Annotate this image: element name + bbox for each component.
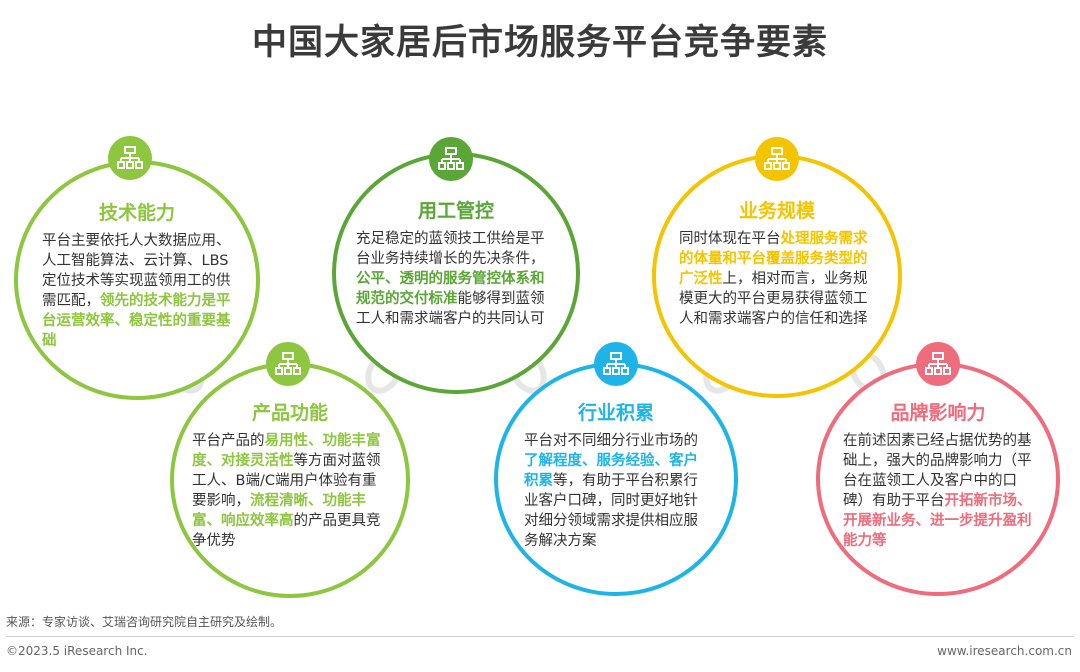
factor-highlight: 易用性、功能丰富度、对接灵活性 bbox=[192, 433, 381, 469]
factor-circle-tech: 技术能力 平台主要依托人大数据应用、人工智能算法、云计算、LBS定位技术等实现蓝… bbox=[14, 160, 260, 400]
page-title: 中国大家居后市场服务平台竞争要素 bbox=[251, 23, 828, 63]
factor-body-brand: 在前述因素已经占据优势的基础上，强大的品牌影响力（平台在蓝领工人及客户中的口碑）… bbox=[843, 431, 1033, 551]
factor-highlight: 领先的技术能力是平台运营效率、稳定性的重要基础 bbox=[42, 293, 231, 349]
factor-text: 同时体现在平台 bbox=[679, 231, 781, 247]
factor-badge-brand bbox=[916, 342, 960, 386]
factor-highlight: 开拓新市场、开展新业务、进一步提升盈利能力等 bbox=[843, 493, 1032, 549]
factor-badge-industry bbox=[594, 342, 638, 386]
factor-circle-brand: 品牌影响力 在前述因素已经占据优势的基础上，强大的品牌影响力（平台在蓝领工人及客… bbox=[816, 362, 1060, 596]
factor-highlight: 处理服务需求的体量和平台覆盖服务类型的广泛性 bbox=[679, 231, 868, 287]
factor-text: 的产品更具竞争优势 bbox=[192, 513, 381, 549]
hierarchy-icon bbox=[925, 352, 951, 375]
factor-badge-scale bbox=[755, 137, 799, 181]
factor-badge-control bbox=[429, 137, 473, 181]
factor-text: 平台对不同细分行业市场的 bbox=[524, 433, 698, 449]
factor-title-product: 产品功能 bbox=[251, 402, 328, 424]
factor-highlight: 流程清晰、功能丰富、响应效率高 bbox=[192, 493, 366, 529]
factor-title-industry: 行业积累 bbox=[577, 402, 654, 424]
hierarchy-icon bbox=[438, 147, 464, 170]
factor-circle-industry: 行业积累 平台对不同细分行业市场的了解程度、服务经验、客户积累等，有助于平台积累… bbox=[494, 362, 738, 596]
website-link[interactable]: www.iresearch.com.cn bbox=[937, 644, 1072, 658]
factor-text: 平台产品的 bbox=[192, 433, 265, 449]
factor-circle-scale: 业务规模 同时体现在平台处理服务需求的体量和平台覆盖服务类型的广泛性上，相对而言… bbox=[652, 154, 902, 398]
factor-text: 上，相对而言，业务规模更大的平台更易获得蓝领工人和需求端客户的信任和选择 bbox=[679, 271, 868, 327]
factor-text: 在前述因素已经占据优势的基础上，强大的品牌影响力（平台在蓝领工人及客户中的口碑）… bbox=[843, 433, 1032, 509]
hierarchy-icon bbox=[275, 352, 301, 375]
factor-title-control: 用工管控 bbox=[417, 200, 494, 222]
footer-divider bbox=[6, 636, 1074, 637]
factor-circle-control: 用工管控 充足稳定的蓝领技工供给是平台业务持续增长的先决条件， 公平、透明的服务管… bbox=[332, 152, 580, 394]
factor-text: 平台主要依托人大数据应用、人工智能算法、云计算、LBS定位技术等实现蓝领用工的供… bbox=[42, 233, 231, 309]
factor-body-control: 充足稳定的蓝领技工供给是平台业务持续增长的先决条件， 公平、透明的服务管控体系和规… bbox=[356, 229, 556, 329]
factor-circle-product: 产品功能 平台产品的易用性、功能丰富度、对接灵活性等方面对蓝领工人、B端/C端用… bbox=[170, 362, 410, 598]
factor-highlight: 公平、透明的服务管控体系和规范的交付标准 bbox=[356, 271, 545, 307]
factor-title-tech: 技术能力 bbox=[98, 202, 175, 224]
copyright: ©2023.5 iResearch Inc. bbox=[6, 644, 148, 658]
factor-text: 能够得到蓝领工人和需求端客户的共同认可 bbox=[356, 291, 545, 327]
factor-text: 等，有助于平台积累行业客户口碑，同时更好地针对细分领域需求提供相应服务解决方案 bbox=[524, 473, 698, 549]
factor-badge-tech bbox=[108, 136, 152, 180]
factor-text: 充足稳定的蓝领技工供给是平台业务持续增长的先决条件， bbox=[356, 231, 545, 267]
factor-highlight: 了解程度、服务经验、客户积累 bbox=[524, 453, 698, 489]
factor-title-scale: 业务规模 bbox=[738, 200, 815, 222]
hierarchy-icon bbox=[603, 352, 629, 375]
source-note: 来源：专家访谈、艾瑞咨询研究院自主研究及绘制。 bbox=[6, 615, 283, 629]
factor-body-scale: 同时体现在平台处理服务需求的体量和平台覆盖服务类型的广泛性上，相对而言，业务规模… bbox=[679, 229, 875, 329]
hierarchy-icon bbox=[117, 146, 143, 169]
factor-text: 等方面对蓝领工人、B端/C端用户体验有重要影响， bbox=[192, 453, 381, 509]
factor-body-tech: 平台主要依托人大数据应用、人工智能算法、云计算、LBS定位技术等实现蓝领用工的供… bbox=[42, 231, 232, 351]
factor-body-product: 平台产品的易用性、功能丰富度、对接灵活性等方面对蓝领工人、B端/C端用户体验有重… bbox=[192, 431, 388, 551]
factor-body-industry: 平台对不同细分行业市场的了解程度、服务经验、客户积累等，有助于平台积累行业客户口… bbox=[524, 431, 708, 551]
factor-badge-product bbox=[266, 342, 310, 386]
factor-title-brand: 品牌影响力 bbox=[890, 402, 986, 424]
hierarchy-icon bbox=[764, 147, 790, 170]
